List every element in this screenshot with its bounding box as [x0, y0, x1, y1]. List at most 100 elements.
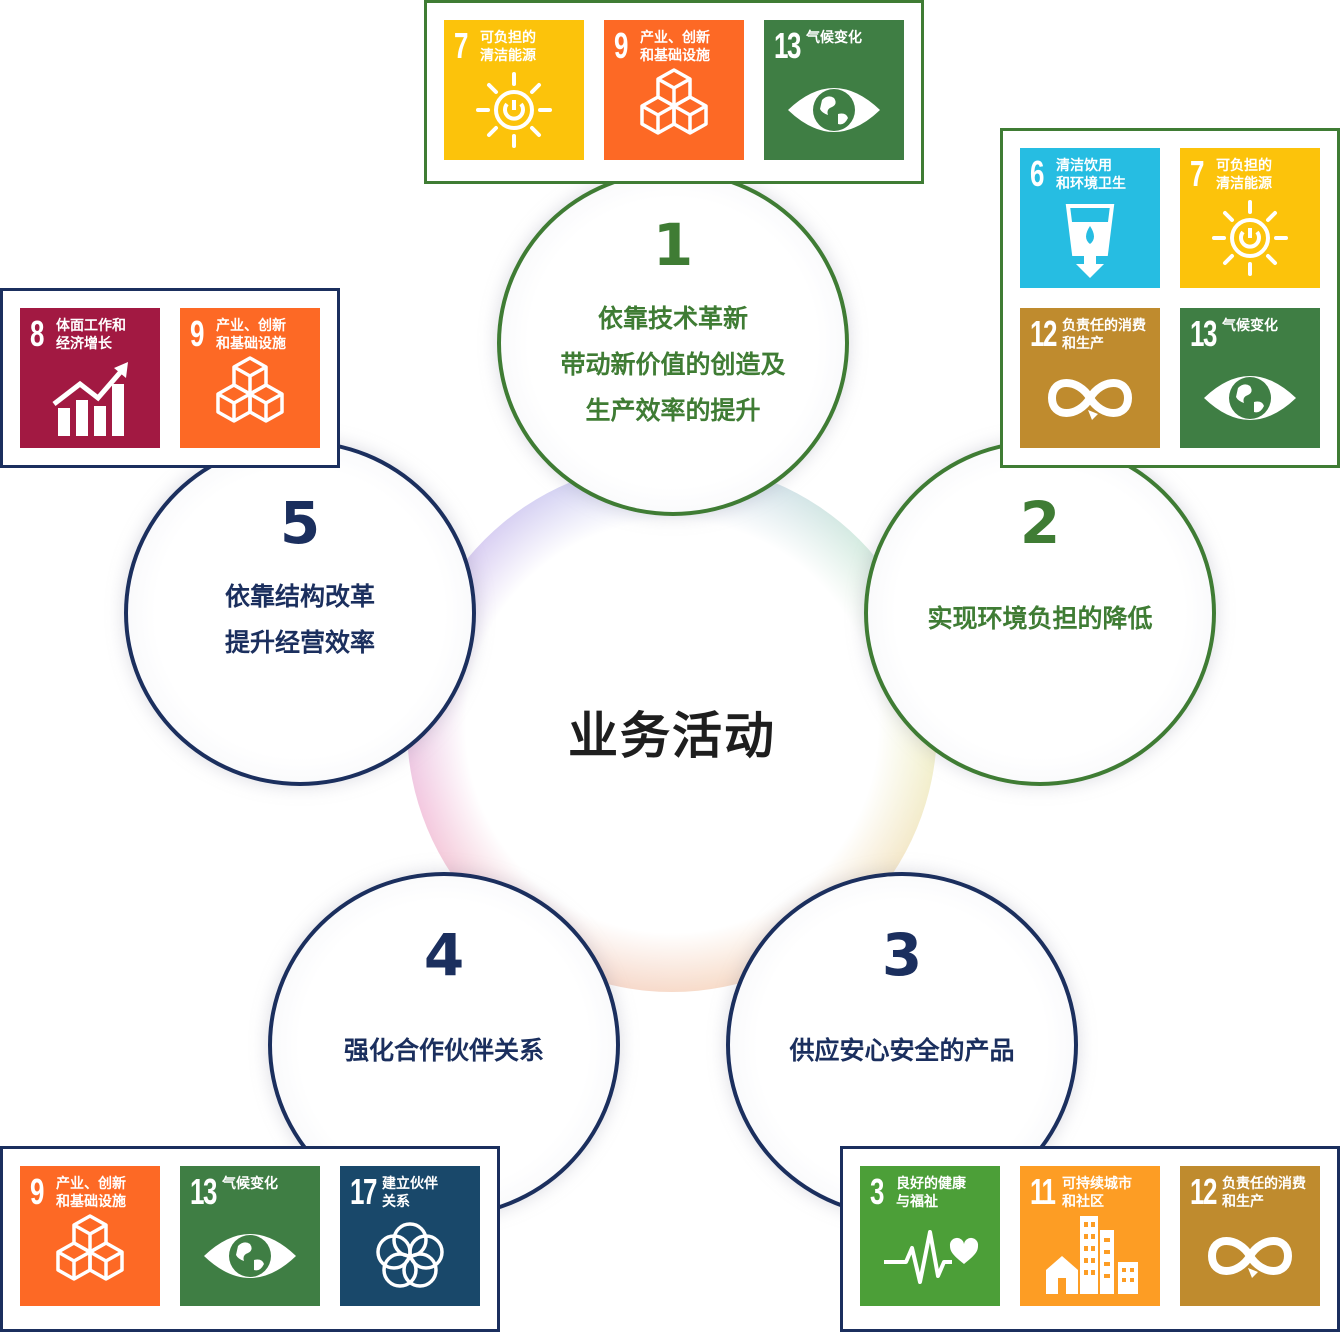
sdg-label-line: 产业、创新 — [640, 30, 710, 46]
circle-5-line: 依靠结构改革 — [224, 582, 375, 611]
sdg-number: 6 — [1030, 153, 1044, 194]
sdg-number: 17 — [350, 1171, 377, 1212]
sdg-label: 体面工作和经济增长 — [56, 317, 126, 353]
circle-4-number: 4 — [423, 921, 465, 989]
circle-2-line: 实现环境负担的降低 — [927, 604, 1153, 633]
sdg-number: 9 — [190, 313, 204, 354]
sdg-tile: 9 产业、创新和基础设施 — [180, 308, 320, 448]
infinity-icon — [1040, 354, 1140, 438]
sdg-tile: 13 气候变化 — [180, 1166, 320, 1306]
sdg-label: 可持续城市和社区 — [1062, 1175, 1132, 1211]
sdg-label-line: 清洁饮用 — [1056, 158, 1112, 174]
sdg-label-line: 可持续城市 — [1062, 1176, 1132, 1192]
sdg-label-line: 和生产 — [1062, 336, 1104, 352]
sdg-number: 7 — [454, 25, 468, 66]
circle-4-line: 强化合作伙伴关系 — [343, 1036, 544, 1065]
sdg-label: 产业、创新和基础设施 — [216, 317, 286, 353]
sdg-label: 清洁饮用和环境卫生 — [1056, 157, 1126, 193]
sdg-number: 13 — [1190, 313, 1217, 354]
sdg-label-line: 和基础设施 — [56, 1194, 126, 1210]
sdg-label: 气候变化 — [806, 29, 862, 47]
sdg-label-line: 气候变化 — [222, 1176, 278, 1192]
center-title: 业务活动 — [568, 707, 776, 765]
sdg-label-line: 气候变化 — [806, 30, 862, 46]
circle-5-number: 5 — [279, 489, 321, 557]
sdg-number: 12 — [1190, 1171, 1217, 1212]
sdg-label-line: 产业、创新 — [216, 318, 286, 334]
sdg-label: 负责任的消费和生产 — [1222, 1175, 1306, 1211]
sdg-label: 气候变化 — [222, 1175, 278, 1193]
earth-eye-icon — [784, 66, 884, 150]
sdg-tile: 9 产业、创新和基础设施 — [20, 1166, 160, 1306]
sdg-label: 产业、创新和基础设施 — [56, 1175, 126, 1211]
sdg-tile: 7 可负担的清洁能源 — [444, 20, 584, 160]
circle-5: 5 依靠结构改革 提升经营效率 — [124, 440, 476, 786]
sdg-tile: 6 清洁饮用和环境卫生 — [1020, 148, 1160, 288]
sdg-number: 8 — [30, 313, 44, 354]
rings-icon — [360, 1212, 460, 1296]
water-glass-icon — [1040, 194, 1140, 278]
sdg-label: 建立伙伴关系 — [382, 1175, 438, 1211]
sdg-label: 产业、创新和基础设施 — [640, 29, 710, 65]
sdg-number: 9 — [30, 1171, 44, 1212]
sdg-label-line: 建立伙伴 — [382, 1176, 438, 1192]
sdg-label-line: 体面工作和 — [56, 318, 126, 334]
sdg-label-line: 清洁能源 — [1216, 176, 1272, 192]
sun-power-icon — [464, 66, 564, 150]
sdg-number: 13 — [774, 25, 801, 66]
sdg-tile: 8 体面工作和经济增长 — [20, 308, 160, 448]
cubes-icon — [40, 1212, 140, 1296]
sdg-label-line: 负责任的消费 — [1222, 1176, 1306, 1192]
sdg-label-line: 清洁能源 — [480, 48, 536, 64]
city-icon — [1040, 1212, 1140, 1296]
heartbeat-icon — [880, 1212, 980, 1296]
sdg-label-line: 经济增长 — [56, 336, 112, 352]
sdg-number: 7 — [1190, 153, 1204, 194]
sdg-label-line: 关系 — [382, 1194, 410, 1210]
sdg-label-line: 负责任的消费 — [1062, 318, 1146, 334]
sdg-label-line: 产业、创新 — [56, 1176, 126, 1192]
sdg-label-line: 和基础设施 — [640, 48, 710, 64]
circle-2: 2 实现环境负担的降低 — [864, 440, 1216, 786]
cubes-icon — [200, 354, 300, 438]
sdg-number: 3 — [870, 1171, 884, 1212]
circle-3-number: 3 — [881, 921, 923, 989]
cubes-icon — [624, 66, 724, 150]
circle-2-number: 2 — [1019, 489, 1061, 557]
sdg-tile: 13 气候变化 — [764, 20, 904, 160]
sdg-label-line: 气候变化 — [1222, 318, 1278, 334]
sdg-number: 13 — [190, 1171, 217, 1212]
infinity-icon — [1200, 1212, 1300, 1296]
sdg-label: 可负担的清洁能源 — [480, 29, 536, 65]
circle-5-line: 提升经营效率 — [224, 628, 375, 657]
sdg-number: 11 — [1030, 1171, 1056, 1212]
circle-1-line: 依靠技术革新 — [597, 304, 748, 333]
sdg-label: 负责任的消费和生产 — [1062, 317, 1146, 353]
sdg-box-5: 8 体面工作和经济增长 9 产业、创新和基础设施 — [0, 288, 340, 468]
sdg-label: 气候变化 — [1222, 317, 1278, 335]
sdg-number: 9 — [614, 25, 628, 66]
sdg-label-line: 和生产 — [1222, 1194, 1264, 1210]
sdg-label-line: 与福祉 — [896, 1194, 938, 1210]
sdg-tile: 13 气候变化 — [1180, 308, 1320, 448]
sun-power-icon — [1200, 194, 1300, 278]
sdg-label-line: 可负担的 — [480, 30, 536, 46]
circle-1: 1 依靠技术革新 带动新价值的创造及 生产效率的提升 — [497, 170, 849, 516]
sdg-label-line: 和基础设施 — [216, 336, 286, 352]
sdg-label-line: 和环境卫生 — [1056, 176, 1126, 192]
sdg-tile: 9 产业、创新和基础设施 — [604, 20, 744, 160]
sdg-label-line: 良好的健康 — [896, 1176, 966, 1192]
sdg-label: 良好的健康与福祉 — [896, 1175, 966, 1211]
circle-1-line: 带动新价值的创造及 — [560, 350, 786, 379]
circle-1-number: 1 — [652, 211, 694, 279]
circle-3-line: 供应安心安全的产品 — [789, 1036, 1015, 1065]
earth-eye-icon — [200, 1212, 300, 1296]
sdg-label-line: 和社区 — [1062, 1194, 1104, 1210]
sdg-number: 12 — [1030, 313, 1057, 354]
